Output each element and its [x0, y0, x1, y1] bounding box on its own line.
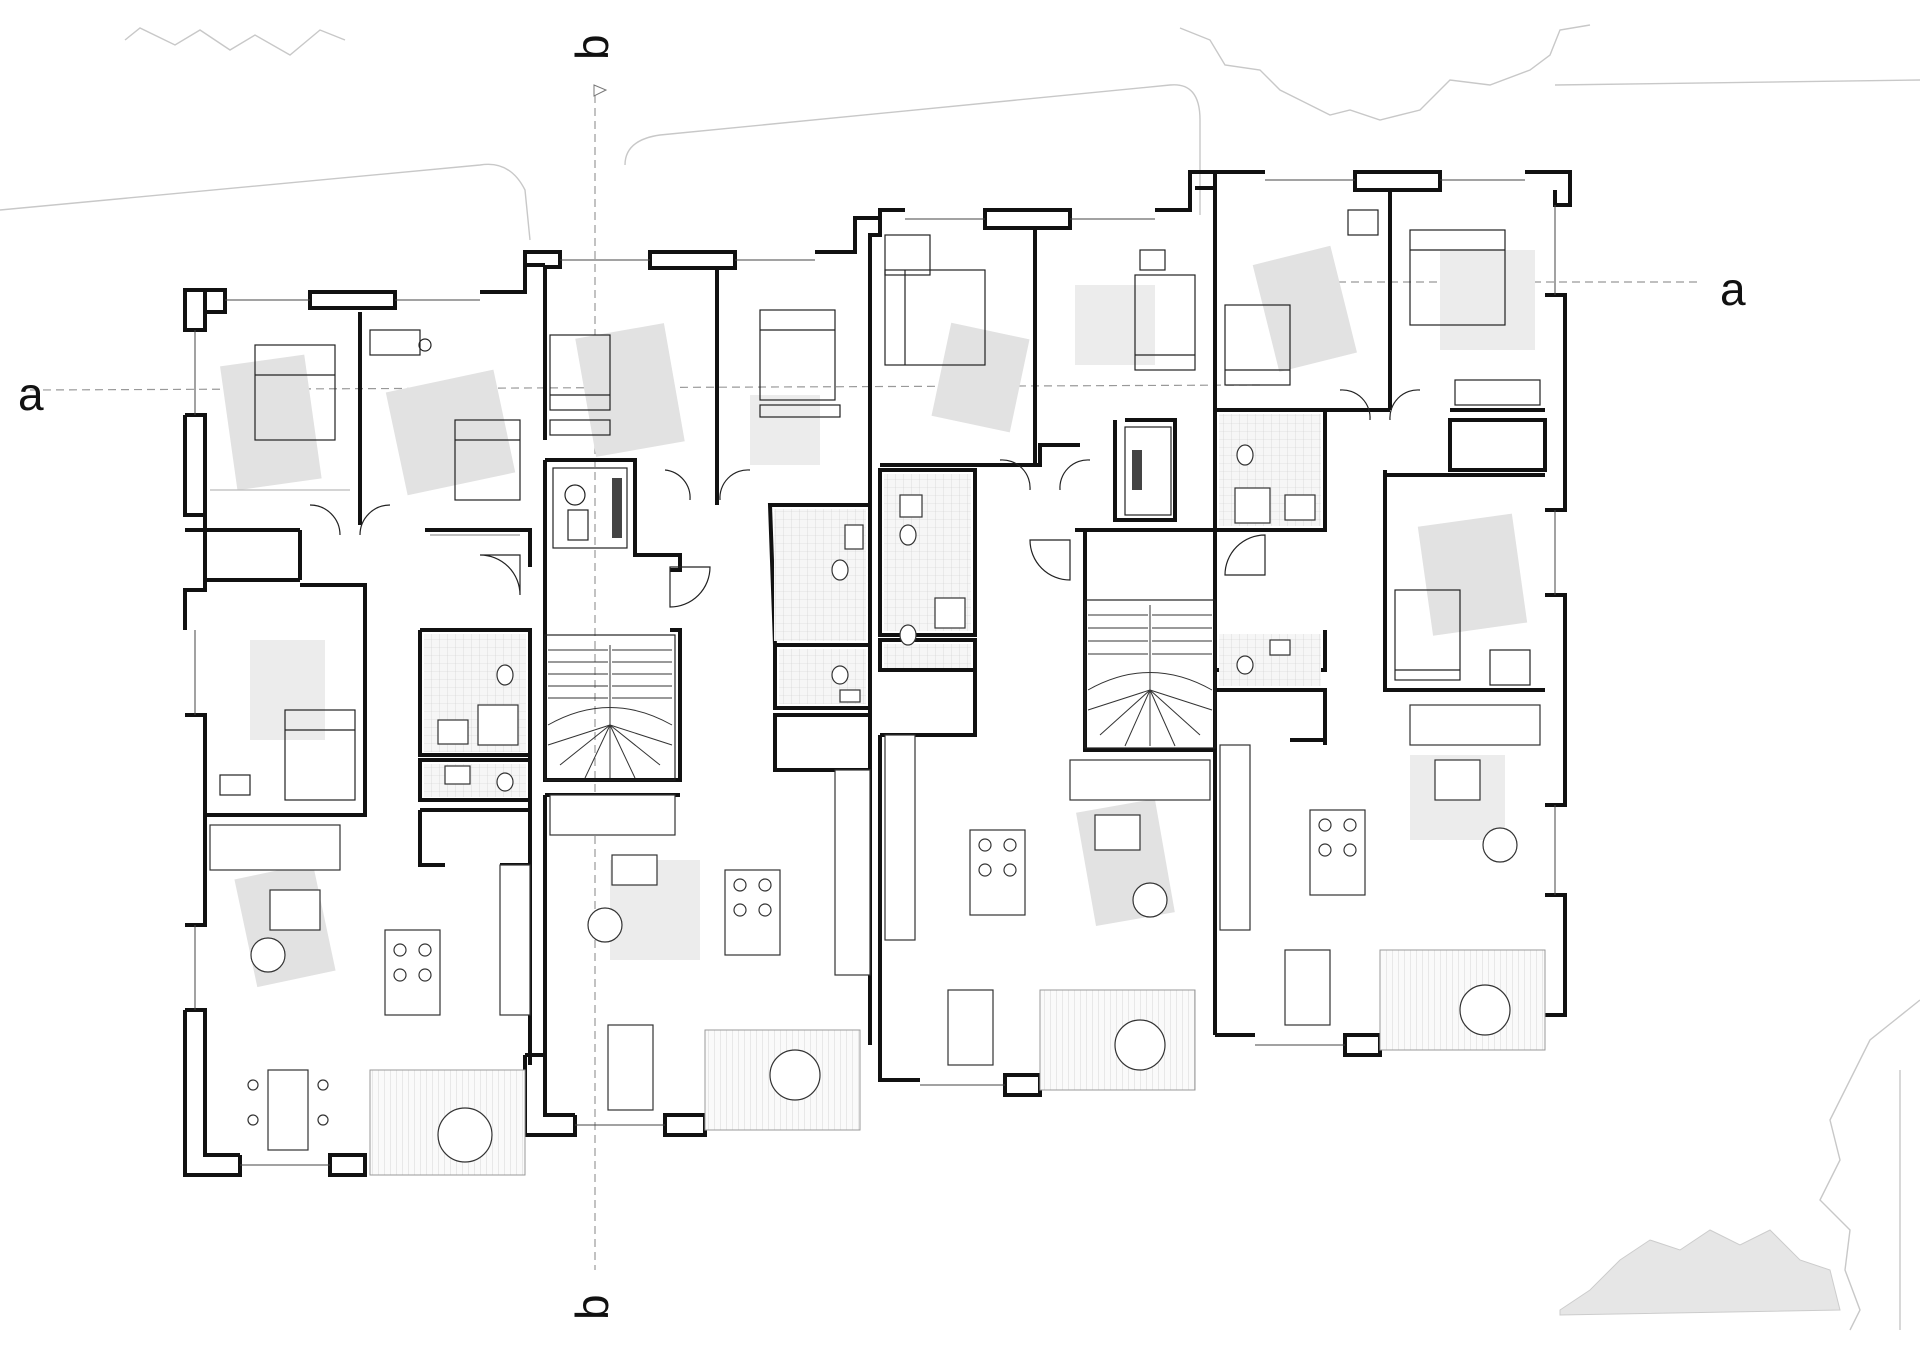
section-mark-a-left: a — [18, 368, 44, 420]
lift-right — [1124, 426, 1172, 516]
lift-left — [552, 467, 628, 549]
section-mark-a-right: a — [1720, 263, 1746, 315]
terraces — [369, 949, 1546, 1176]
kitchen-living-furniture — [209, 704, 1541, 1163]
section-mark-b-bottom: b — [566, 1294, 618, 1320]
stair-core-left — [544, 634, 676, 781]
site-context — [0, 24, 1920, 1331]
section-arrow-b — [593, 84, 608, 97]
section-mark-b-top: b — [566, 34, 618, 60]
bathrooms — [424, 414, 1321, 797]
section-lines: a a b b — [18, 34, 1746, 1320]
stair-core-right — [1084, 599, 1216, 749]
door-swings — [309, 389, 1421, 608]
exterior-walls — [183, 170, 1572, 1177]
bedroom-furniture — [210, 209, 1541, 801]
glazing — [194, 179, 1556, 1166]
